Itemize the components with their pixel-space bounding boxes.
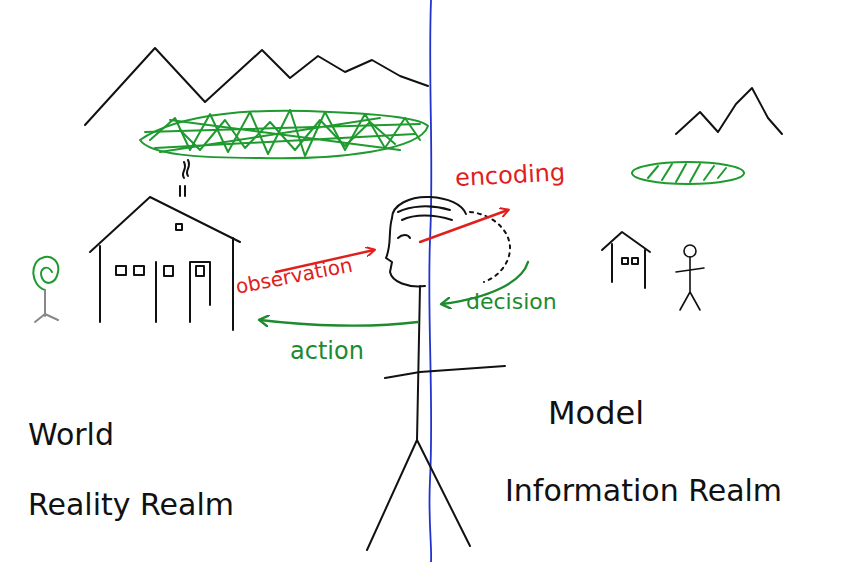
house-left <box>90 160 240 330</box>
realm-label: Information Realm <box>505 474 782 507</box>
process-step-label: decision <box>466 290 557 314</box>
mountains-right <box>676 88 782 134</box>
mountains-left <box>85 48 428 125</box>
process-step-label: encoding <box>454 159 565 191</box>
realm-label: Model <box>548 396 644 431</box>
action-arrow <box>260 320 418 326</box>
realm-label: Reality Realm <box>28 488 234 521</box>
meadow-left <box>140 110 428 158</box>
meadow-right <box>632 162 744 184</box>
tree <box>33 257 58 322</box>
divider-line <box>429 0 431 562</box>
house-right <box>602 232 650 288</box>
process-step-label: observation <box>234 254 354 298</box>
stick-figure-small <box>676 245 704 310</box>
process-step-label: action <box>290 338 364 364</box>
encoding-arrow <box>420 210 508 242</box>
realm-label: World <box>28 418 114 451</box>
stick-figure <box>367 197 510 550</box>
